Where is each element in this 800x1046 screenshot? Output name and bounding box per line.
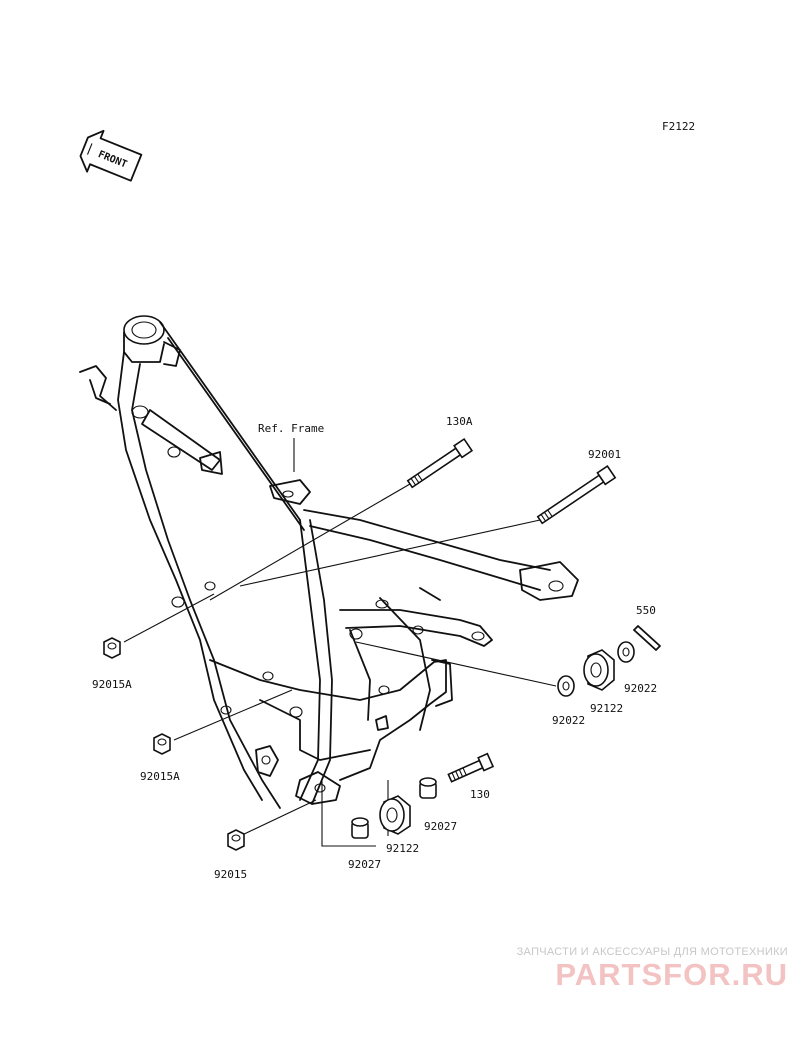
label-92001: 92001	[588, 448, 621, 461]
bolt-92001	[536, 464, 617, 525]
collar-92022-left	[557, 675, 575, 697]
label-92015A-upper: 92015A	[92, 678, 132, 691]
diagram-code: F2122	[662, 120, 695, 133]
nut-92015	[227, 829, 245, 851]
label-92122-upper: 92122	[590, 702, 623, 715]
cotter-pin-550	[633, 625, 661, 651]
bolt-130A	[406, 437, 474, 489]
label-550: 550	[636, 604, 656, 617]
nut-92015A-lower	[153, 733, 171, 755]
label-130A: 130A	[446, 415, 473, 428]
label-92122-lower: 92122	[386, 842, 419, 855]
ref-frame-label: Ref. Frame	[258, 422, 324, 435]
nut-92015A-upper	[103, 637, 121, 659]
leader-lines	[123, 438, 557, 847]
bushing-92122-lower	[379, 795, 411, 835]
front-arrow-icon: FRONT	[79, 129, 143, 182]
front-label: FRONT	[96, 149, 128, 170]
label-92015A-lower: 92015A	[140, 770, 180, 783]
watermark-logo: PARTSFOR.RU	[555, 957, 788, 992]
watermark-caption: ЗАПЧАСТИ И АКСЕССУАРЫ ДЛЯ МОТОТЕХНИКИ	[516, 946, 788, 958]
collar-92022-right	[617, 641, 635, 663]
label-92022-left: 92022	[552, 714, 585, 727]
motorcycle-frame	[79, 315, 579, 809]
label-130: 130	[470, 788, 490, 801]
collar-92027-left	[351, 817, 369, 839]
bushing-92122-upper	[583, 649, 615, 691]
collar-92027-right	[419, 777, 437, 799]
label-92027-left: 92027	[348, 858, 381, 871]
label-92022-right: 92022	[624, 682, 657, 695]
label-92027-right: 92027	[424, 820, 457, 833]
label-92015: 92015	[214, 868, 247, 881]
bolt-130	[447, 752, 495, 783]
watermark: ЗАПЧАСТИ И АКСЕССУАРЫ ДЛЯ МОТОТЕХНИКИ PA…	[488, 946, 788, 992]
